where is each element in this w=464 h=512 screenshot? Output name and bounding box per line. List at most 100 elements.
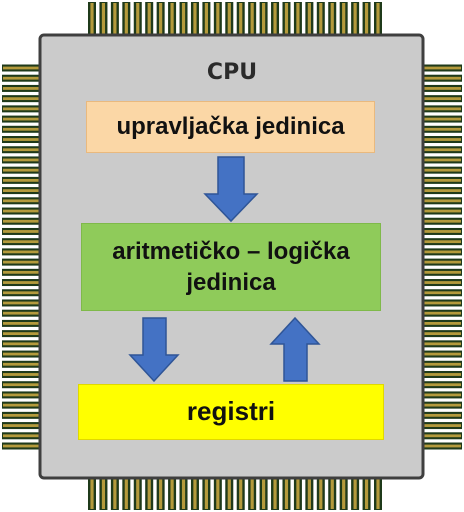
chip-pin-contact <box>170 3 174 35</box>
chip-pin-contact <box>227 3 231 35</box>
bottom-pin-row <box>88 477 382 510</box>
chip-pin-contact <box>3 219 40 223</box>
chip-pin-contact <box>170 478 174 509</box>
chip-pin-contact <box>3 332 40 336</box>
chip-pin-contact <box>3 342 40 346</box>
chip-pin-contact <box>296 3 300 35</box>
registers-block: registri <box>78 384 384 440</box>
chip-pin-contact <box>3 97 40 101</box>
chip-pin-contact <box>423 342 461 346</box>
chip-pin-contact <box>136 3 140 35</box>
chip-pin-contact <box>423 168 461 172</box>
cpu-title: CPU <box>206 60 258 85</box>
chip-pin-contact <box>423 383 461 387</box>
chip-pin-contact <box>262 478 266 509</box>
chip-pin-contact <box>262 3 266 35</box>
chip-pin-contact <box>3 362 40 366</box>
chip-pin-contact <box>423 403 461 407</box>
chip-pin-contact <box>376 3 380 35</box>
chip-pin-contact <box>3 168 40 172</box>
chip-pin-contact <box>90 478 94 509</box>
chip-pin-contact <box>193 478 197 509</box>
chip-pin-contact <box>423 434 461 438</box>
chip-pin-contact <box>284 3 289 35</box>
control-unit-block: upravljačka jedinica <box>86 101 375 153</box>
arrow-registers-to-alu <box>269 316 321 382</box>
chip-pin-contact <box>3 127 40 131</box>
chip-pin-contact <box>423 281 461 284</box>
chip-pin-contact <box>3 311 40 315</box>
chip-pin-contact <box>423 158 461 162</box>
chip-pin-contact <box>423 424 461 427</box>
chip-pin-contact <box>423 444 461 448</box>
chip-pin-contact <box>353 478 357 509</box>
chip-pin-contact <box>3 209 40 213</box>
chip-pin-contact <box>3 352 40 356</box>
chip-pin-contact <box>3 66 40 70</box>
chip-pin-contact <box>3 281 40 284</box>
chip-pin-contact <box>147 478 151 509</box>
chip-pin-contact <box>3 403 40 407</box>
chip-pin-contact <box>423 76 461 80</box>
chip-pin-contact <box>250 3 254 35</box>
chip-pin-contact <box>181 478 186 509</box>
chip-pin-contact <box>273 478 277 509</box>
chip-pin-contact <box>3 178 40 182</box>
chip-pin-contact <box>423 291 461 295</box>
chip-pin-contact <box>101 478 106 509</box>
chip-pin-contact <box>159 478 163 509</box>
chip-pin-contact <box>423 117 461 121</box>
chip-pin-contact <box>423 260 461 264</box>
chip-pin-contact <box>423 199 461 203</box>
chip-pin-contact <box>3 322 40 325</box>
chip-pin-contact <box>330 478 334 509</box>
chip-pin-contact <box>124 478 128 509</box>
chip-pin-contact <box>3 148 40 152</box>
chip-pin-contact <box>423 352 461 356</box>
chip-pin-contact <box>3 444 40 448</box>
chip-pin-contact <box>423 107 461 111</box>
chip-pin-contact <box>423 240 461 244</box>
chip-pin-contact <box>423 209 461 213</box>
chip-pin-contact <box>3 424 40 427</box>
alu-label: aritmetičko – logička jedinica <box>112 237 350 296</box>
chip-pin-contact <box>3 158 40 162</box>
arrow-alu-to-registers <box>128 317 180 383</box>
chip-pin-contact <box>273 3 277 35</box>
chip-pin-contact <box>423 362 461 366</box>
chip-pin-contact <box>423 413 461 417</box>
chip-pin-contact <box>423 138 461 141</box>
chip-pin-contact <box>3 199 40 203</box>
chip-pin-contact <box>423 148 461 152</box>
chip-pin-contact <box>307 3 311 35</box>
chip-pin-contact <box>3 189 40 192</box>
chip-pin-contact <box>3 260 40 264</box>
chip-pin-contact <box>330 3 334 35</box>
chip-pin-contact <box>284 478 289 509</box>
chip-pin-contact <box>227 478 231 509</box>
chip-pin-contact <box>3 87 40 90</box>
chip-pin-contact <box>204 3 208 35</box>
chip-pin-contact <box>423 311 461 315</box>
chip-pin-contact <box>3 117 40 121</box>
chip-pin-contact <box>423 189 461 192</box>
chip-pin-contact <box>423 393 461 397</box>
chip-pin-contact <box>423 301 461 305</box>
chip-pin-contact <box>239 478 243 509</box>
chip-pin-contact <box>3 373 40 376</box>
chip-pin-contact <box>3 270 40 274</box>
chip-pin-contact <box>250 478 254 509</box>
chip-pin-contact <box>342 3 346 35</box>
chip-pin-contact <box>90 3 94 35</box>
chip-pin-contact <box>296 478 300 509</box>
chip-pin-contact <box>3 107 40 111</box>
chip-pin-contact <box>113 478 117 509</box>
top-pin-row <box>88 2 382 36</box>
chip-pin-contact <box>136 478 140 509</box>
chip-pin-contact <box>423 332 461 336</box>
chip-pin-contact <box>193 3 197 35</box>
chip-pin-contact <box>3 291 40 295</box>
chip-pin-contact <box>159 3 163 35</box>
chip-pin-contact <box>423 127 461 131</box>
chip-pin-contact <box>342 478 346 509</box>
